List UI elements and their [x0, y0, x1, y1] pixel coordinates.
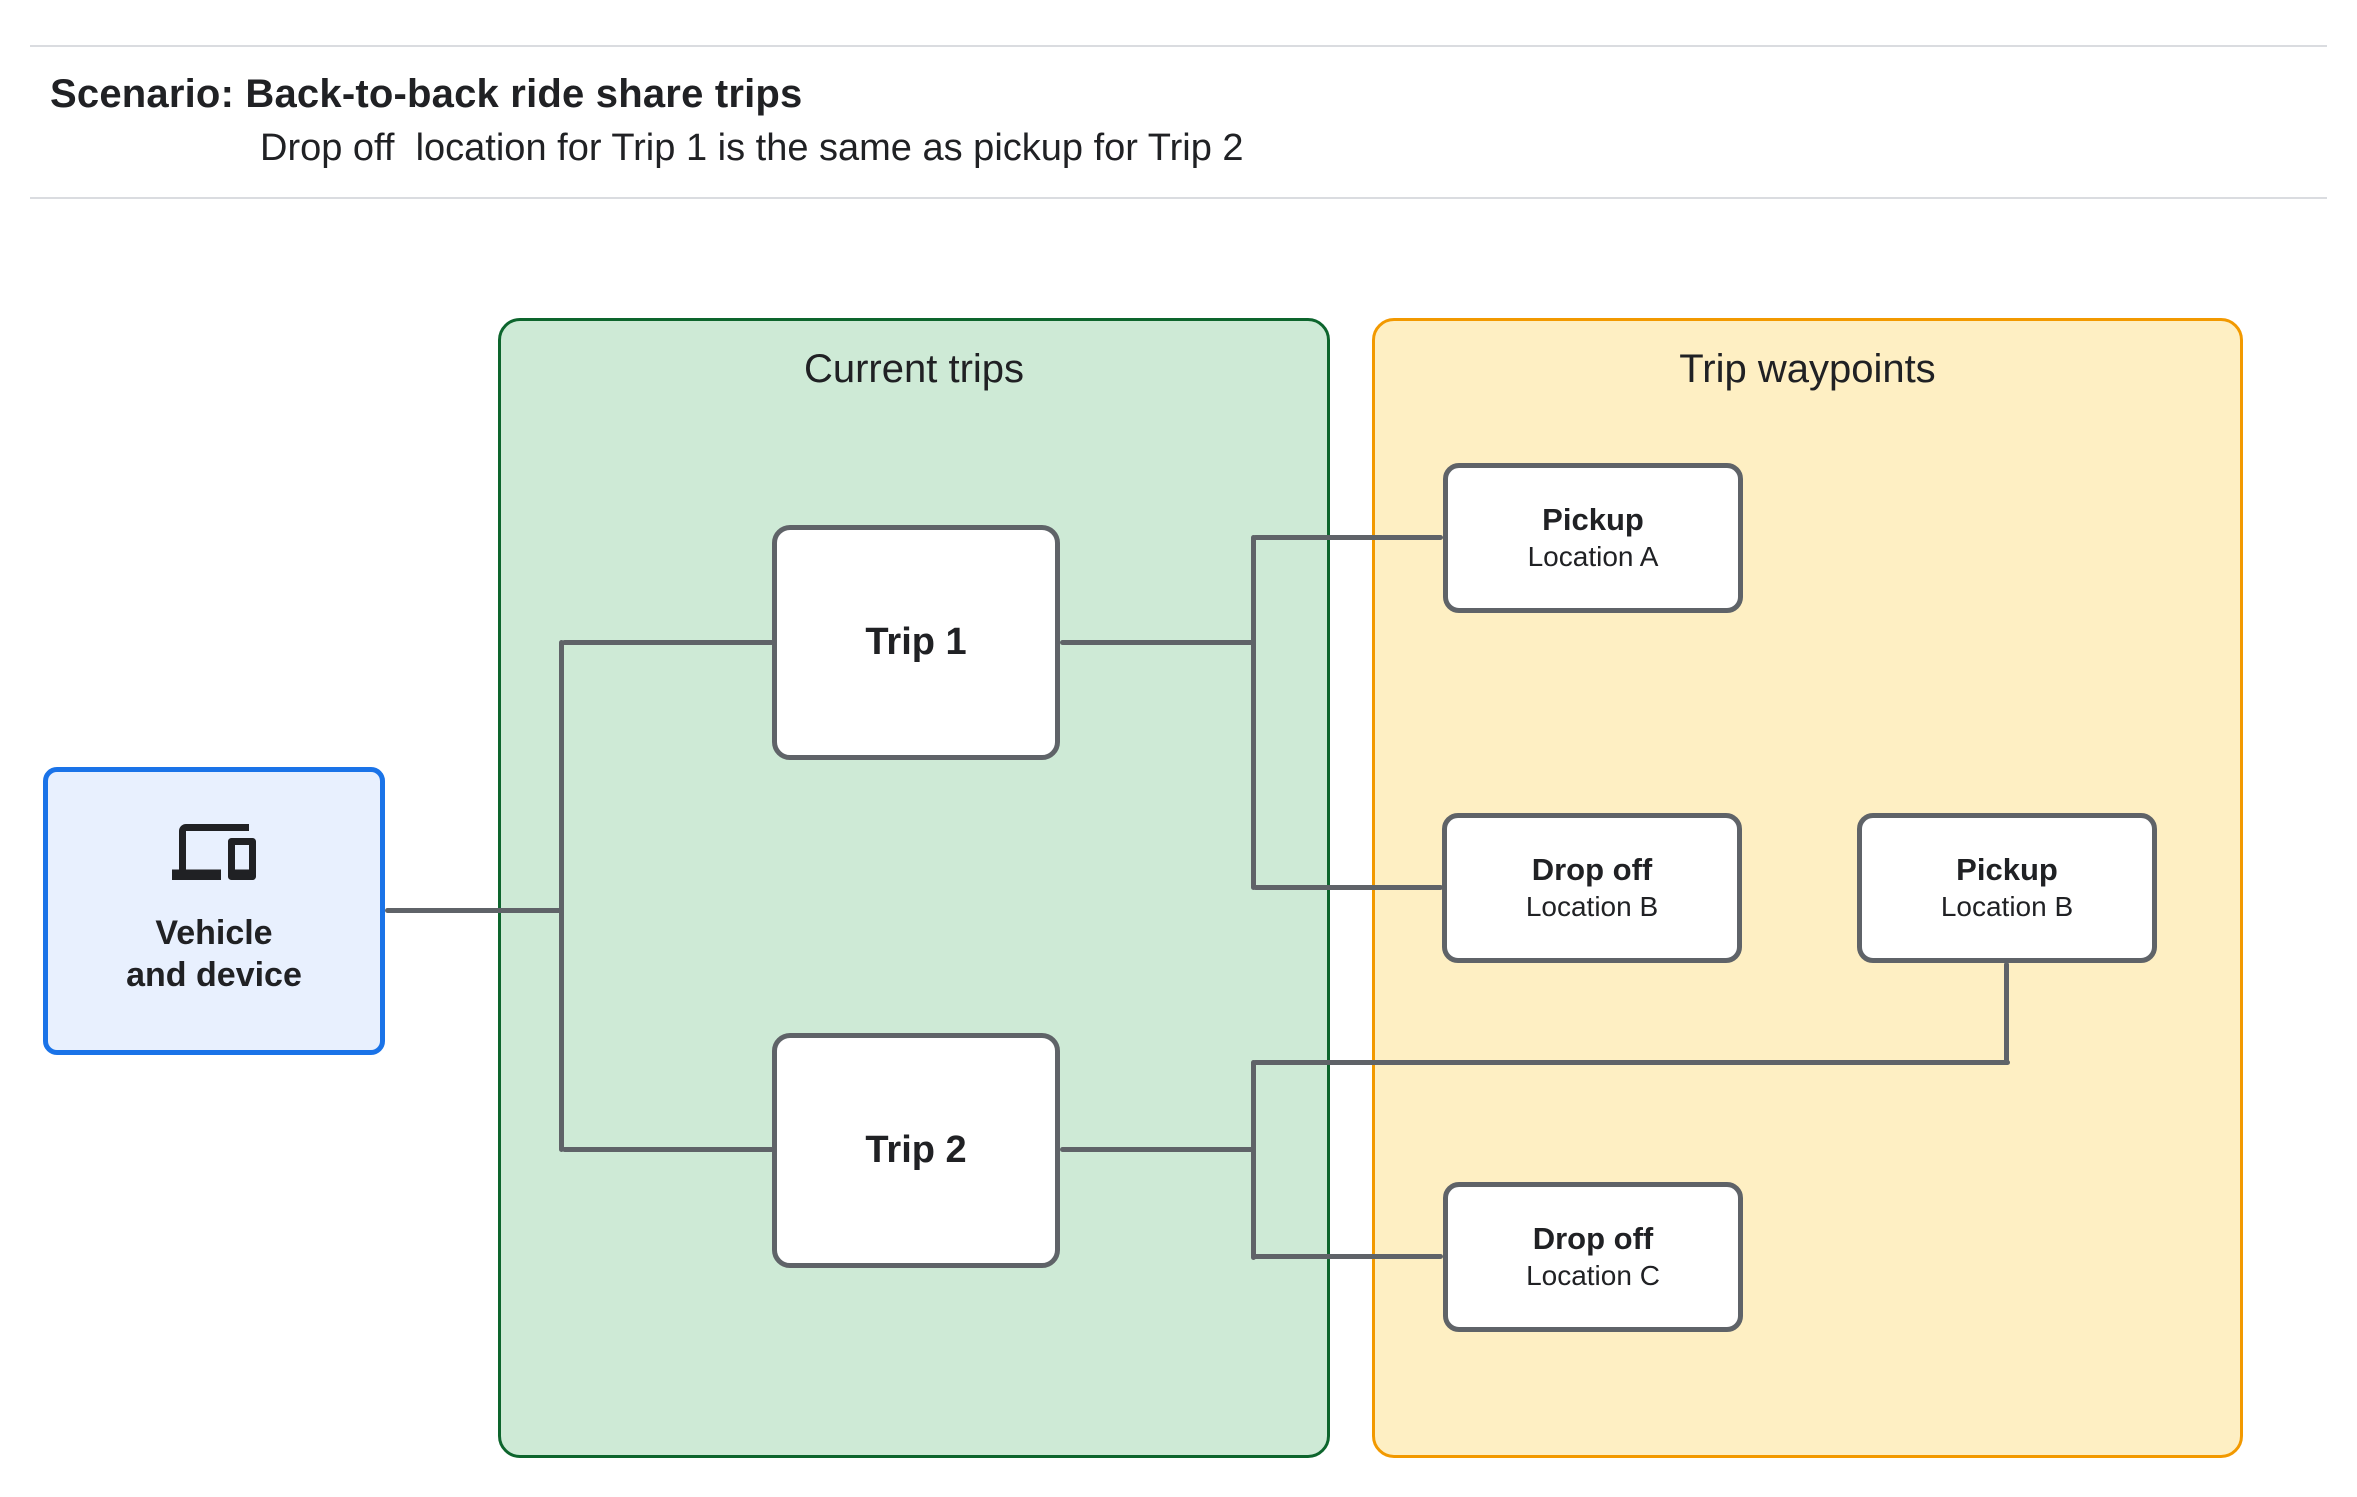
current-trips-label: Current trips	[803, 347, 1025, 391]
scenario-title: Scenario: Back-to-back ride share trips	[50, 72, 803, 116]
connector-to-pickup-a	[1253, 535, 1443, 540]
connector-pickupb-drop	[2004, 962, 2009, 1065]
trip1-label: Trip 1	[865, 621, 967, 663]
current-trips-panel: Current trips	[498, 318, 1330, 1458]
connector-to-dropoff-b	[1253, 885, 1443, 890]
trip2-node: Trip 2	[772, 1033, 1060, 1268]
connector-junction-to-trip1	[562, 640, 774, 645]
pickup-location-b-node: Pickup Location B	[1857, 813, 2157, 963]
dropoff-location-c-node: Drop off Location C	[1443, 1182, 1743, 1332]
connector-junction-vertical-left	[559, 640, 564, 1152]
vehicle-label-line1: Vehicle	[155, 914, 273, 952]
top-divider	[30, 45, 2327, 47]
pickup-location-a-node: Pickup Location A	[1443, 463, 1743, 613]
connector-junction-to-trip2	[562, 1147, 774, 1152]
dropoff-b-title: Drop off	[1531, 852, 1653, 887]
devices-icon	[172, 810, 256, 894]
scenario-subtitle: Drop off location for Trip 1 is the same…	[260, 127, 1244, 169]
pickup-b-title: Pickup	[1956, 852, 2058, 887]
dropoff-c-title: Drop off	[1532, 1221, 1654, 1256]
connector-trip1-to-junction	[1060, 640, 1256, 645]
connector-vehicle-to-junction	[385, 908, 564, 913]
connector-trip2-junction-vertical	[1251, 1060, 1256, 1260]
trip2-label: Trip 2	[865, 1129, 967, 1171]
connector-trip2-to-junction	[1060, 1147, 1256, 1152]
vehicle-node-label: Vehicle and device	[126, 912, 302, 996]
vehicle-label-line2: and device	[126, 956, 302, 994]
connector-pickupb-horizontal	[1253, 1060, 2010, 1065]
vehicle-and-device-node: Vehicle and device	[43, 767, 385, 1055]
pickup-a-title: Pickup	[1542, 502, 1644, 537]
connector-to-dropoff-c	[1253, 1254, 1443, 1259]
pickup-b-location: Location B	[1940, 891, 2074, 922]
dropoff-c-location: Location C	[1526, 1260, 1660, 1291]
dropoff-location-b-node: Drop off Location B	[1442, 813, 1742, 963]
dropoff-b-location: Location B	[1525, 891, 1659, 922]
trip1-node: Trip 1	[772, 525, 1060, 760]
header-divider	[30, 197, 2327, 199]
pickup-a-location: Location A	[1527, 541, 1659, 572]
trip-waypoints-label: Trip waypoints	[1679, 347, 1936, 391]
connector-trip1-junction-vertical	[1251, 535, 1256, 890]
